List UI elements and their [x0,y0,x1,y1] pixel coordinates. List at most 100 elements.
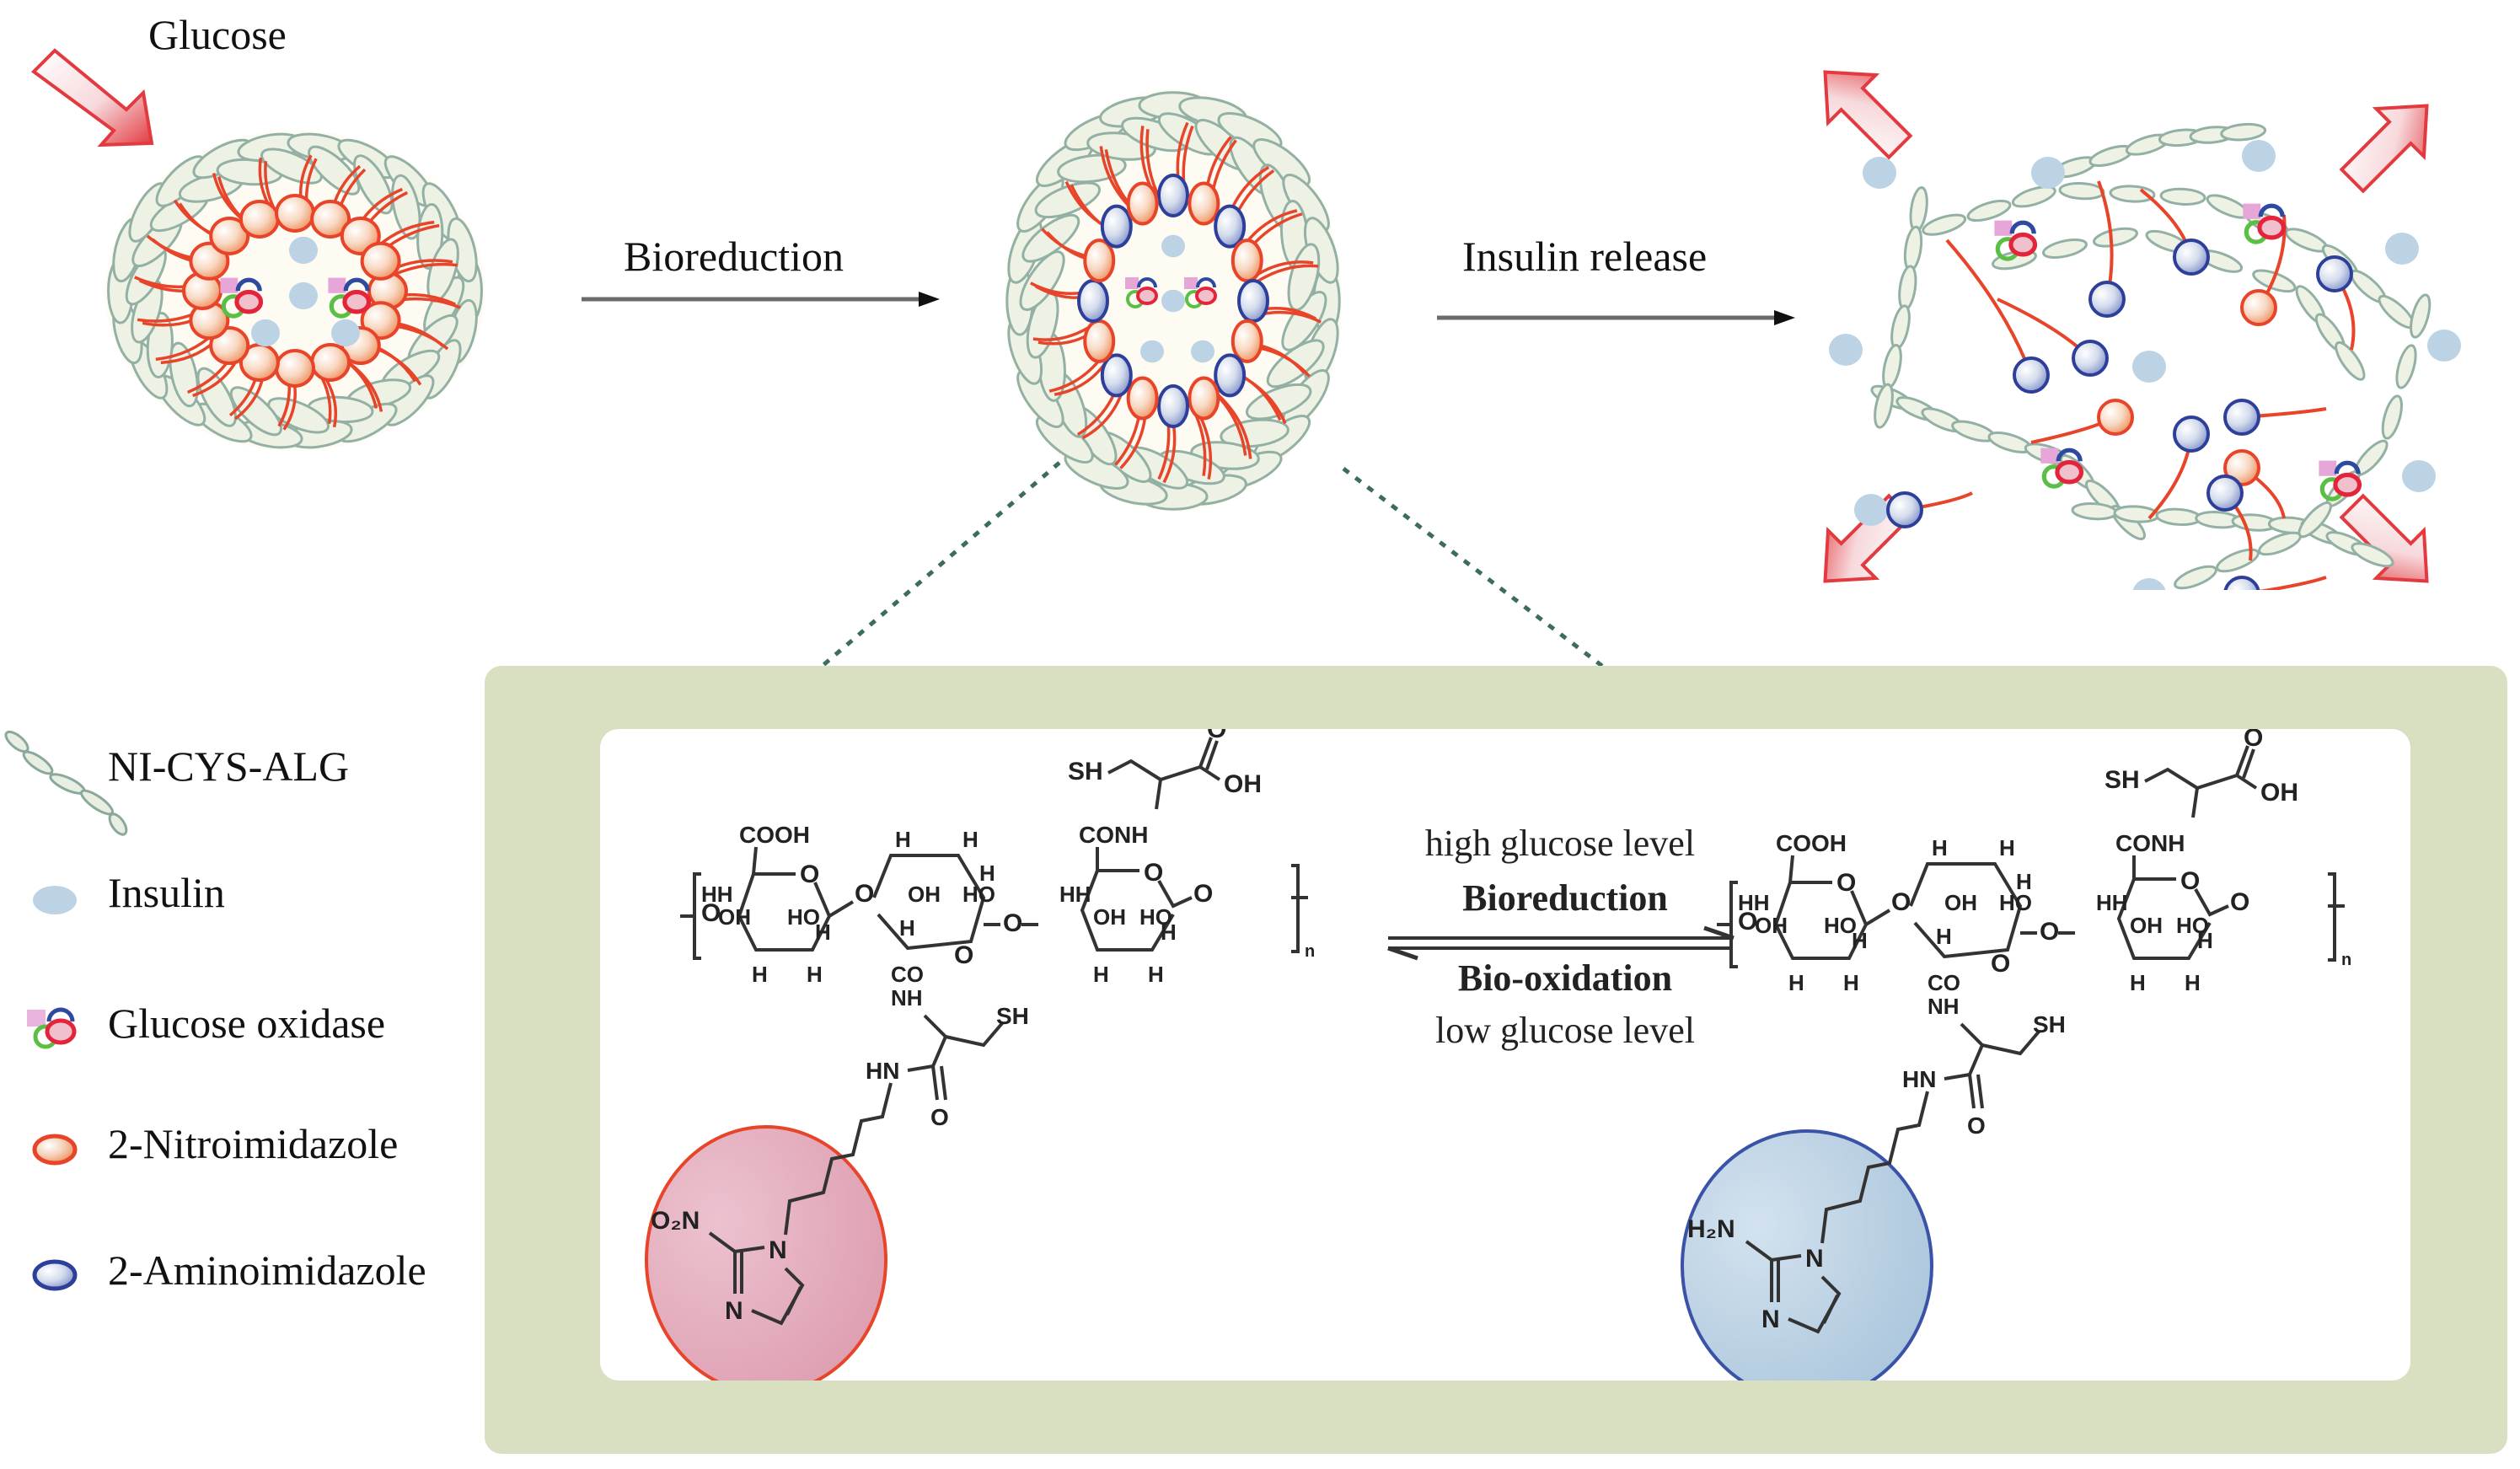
insulin-dot [2385,233,2419,265]
atom-label: H₂N [1687,1215,1735,1243]
atom-label: HH [1059,882,1091,907]
atom-label: O [1836,869,1856,897]
glucose-oxidase-cluster [2243,203,2287,244]
insulin-dot [2242,140,2276,172]
atom-label: H [1932,835,1948,860]
insulin-dot [1140,340,1164,363]
insulin-release-arrow-icon [1437,310,1795,325]
nitroimidazole-bead [1188,376,1220,421]
atom-label: n [1305,942,1315,961]
atom-label: SH [1068,758,1103,785]
nitroimidazole-highlight [645,1125,887,1381]
polymer-chain-icon [4,730,128,836]
low-glucose-label: low glucose level [1435,1010,1695,1051]
nanoparticle-intact [105,131,485,451]
nitroimidazole-bead [1188,181,1220,226]
nitroimidazole-bead [1083,319,1116,363]
aminoimidazole-bead [2223,399,2260,436]
atom-label: H [962,827,979,852]
insulin-dot [1191,340,1214,363]
atom-label: CONH [1079,822,1148,848]
nanoparticle-reduced [1005,90,1342,512]
nanoparticle-disassembled [1823,70,2461,590]
legend-label-glucose-oxidase: Glucose oxidase [108,1000,386,1047]
insulin-release-step-label: Insulin release [1462,233,1708,280]
atom-label: n [2341,951,2351,969]
atom-label: OH [1944,890,1977,915]
insulin-dot [2402,460,2436,492]
atom-label: O [1144,859,1163,887]
atom-label: HO [787,904,820,930]
atom-label: O [1967,1112,1986,1139]
bioreduction-step-label: Bioreduction [624,233,844,280]
forward-arrowhead-icon [1703,925,1735,941]
atom-label: OH [2260,779,2298,807]
nitroimidazole-bead [360,241,401,281]
atom-label: O [701,899,721,927]
atom-label: O [1891,888,1911,916]
atom-label: H [752,962,768,987]
aminoimidazole-bead [2173,416,2210,453]
atom-label: H [1788,970,1804,995]
nitroimidazole-bead [1083,239,1116,283]
atom-label: OH [1224,770,1262,798]
atom-label: SH [2033,1011,2066,1037]
atom-label: H [895,827,911,852]
atom-label: HH [2096,890,2128,915]
atom-label: H [1148,962,1164,987]
atom-label: H [2130,970,2146,995]
atom-label: N [769,1236,787,1264]
atom-label: N [725,1297,743,1325]
orange-bead-icon [32,1134,78,1166]
atom-label: O [1207,729,1226,743]
insulin-dot [331,319,360,347]
atom-label: O [2244,729,2263,752]
nitroimidazole-bead [2223,449,2260,486]
atom-label: NH [891,985,923,1011]
atom-label: H [1936,924,1952,949]
atom-label: H [807,962,823,987]
atom-label: H [1161,919,1177,945]
insulin-dot-icon [33,886,77,914]
reverse-reaction-label: Bio-oxidation [1458,957,1672,999]
aminoimidazole-bead [1157,384,1189,428]
atom-label: COOH [1776,830,1847,856]
aminoimidazole-bead [2013,357,2050,394]
atom-label: H [1093,962,1109,987]
atom-label: HO [1824,913,1857,938]
glucose-oxidase-cluster [1184,277,1217,308]
nitroimidazole-bead [275,194,315,233]
glucose-inflow-arrow-icon [30,48,154,147]
atom-label: H [899,915,915,941]
atom-label: HH [1738,890,1770,915]
glucose-oxidase-cluster [2319,460,2362,501]
insulin-dot [1854,494,1888,526]
aminoimidazole-bead [2316,255,2353,292]
insulin-dot [2132,351,2166,383]
mechanism-panel-inner [600,729,2410,1381]
atom-label: O [800,860,819,888]
insulin-dot [1863,157,1896,189]
insulin-dot [251,319,280,347]
atom-label: CO [1928,970,1960,995]
aminoimidazole-highlight [1681,1129,1933,1381]
atom-label: H [2197,928,2213,953]
aminoimidazole-bead [1886,491,1923,528]
atom-label: O [2230,888,2249,916]
atom-label: N [1761,1305,1780,1333]
insulin-dot [2031,157,2065,189]
glucose-oxidase-cluster [1994,220,2038,261]
atom-label: NH [1928,994,1960,1019]
nitroimidazole-bead [275,349,315,388]
blue-bead-icon [32,1259,78,1291]
atom-label: O [954,941,973,969]
atom-label: HN [866,1058,899,1084]
nitroimidazole-bead [239,200,280,239]
equilibrium-arrows: high glucose level Bioreduction Bio-oxid… [1387,823,1735,1051]
insulin-dot [2132,578,2166,590]
aminoimidazole-bead [2223,576,2260,590]
atom-label: O [1738,908,1757,936]
atom-label: H [2185,970,2201,995]
